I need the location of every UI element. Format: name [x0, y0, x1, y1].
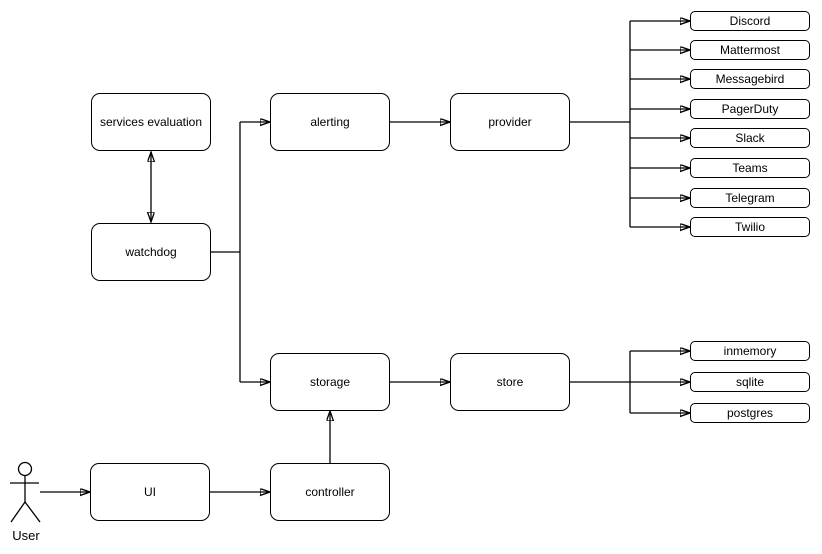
user-actor-label: User: [12, 528, 40, 543]
node-label: services evaluation: [99, 115, 203, 129]
node-label: watchdog: [125, 245, 177, 259]
node-label: provider: [488, 115, 532, 129]
node-controller: controller: [270, 463, 390, 521]
node-watchdog: watchdog: [91, 223, 211, 281]
node-provider-twilio: Twilio: [690, 217, 810, 237]
node-store: store: [450, 353, 570, 411]
node-label: sqlite: [735, 375, 764, 389]
node-store-sqlite: sqlite: [690, 372, 810, 392]
node-store-inmemory: inmemory: [690, 341, 810, 361]
node-provider-discord: Discord: [690, 11, 810, 31]
node-label: UI: [144, 485, 156, 499]
node-label: Telegram: [725, 191, 775, 205]
node-label: store: [496, 375, 524, 389]
node-services-evaluation: services evaluation: [91, 93, 211, 151]
node-store-postgres: postgres: [690, 403, 810, 423]
node-label: alerting: [310, 115, 350, 129]
node-provider-mattermost: Mattermost: [690, 40, 810, 60]
node-label: inmemory: [723, 344, 777, 358]
node-storage: storage: [270, 353, 390, 411]
node-provider: provider: [450, 93, 570, 151]
node-label: Mattermost: [719, 43, 780, 57]
node-provider-slack: Slack: [690, 128, 810, 148]
user-actor-icon: [10, 461, 41, 523]
node-label: Teams: [732, 161, 768, 175]
node-label: storage: [309, 375, 351, 389]
node-provider-telegram: Telegram: [690, 188, 810, 208]
node-provider-messagebird: Messagebird: [690, 69, 810, 89]
node-label: Slack: [735, 131, 765, 145]
node-provider-teams: Teams: [690, 158, 810, 178]
node-label: PagerDuty: [721, 102, 779, 116]
node-ui: UI: [90, 463, 210, 521]
node-label: controller: [305, 485, 355, 499]
node-label: Twilio: [734, 220, 765, 234]
node-label: Discord: [729, 14, 771, 28]
node-provider-pagerduty: PagerDuty: [690, 99, 810, 119]
node-label: Messagebird: [715, 72, 785, 86]
node-label: postgres: [726, 406, 774, 420]
node-alerting: alerting: [270, 93, 390, 151]
